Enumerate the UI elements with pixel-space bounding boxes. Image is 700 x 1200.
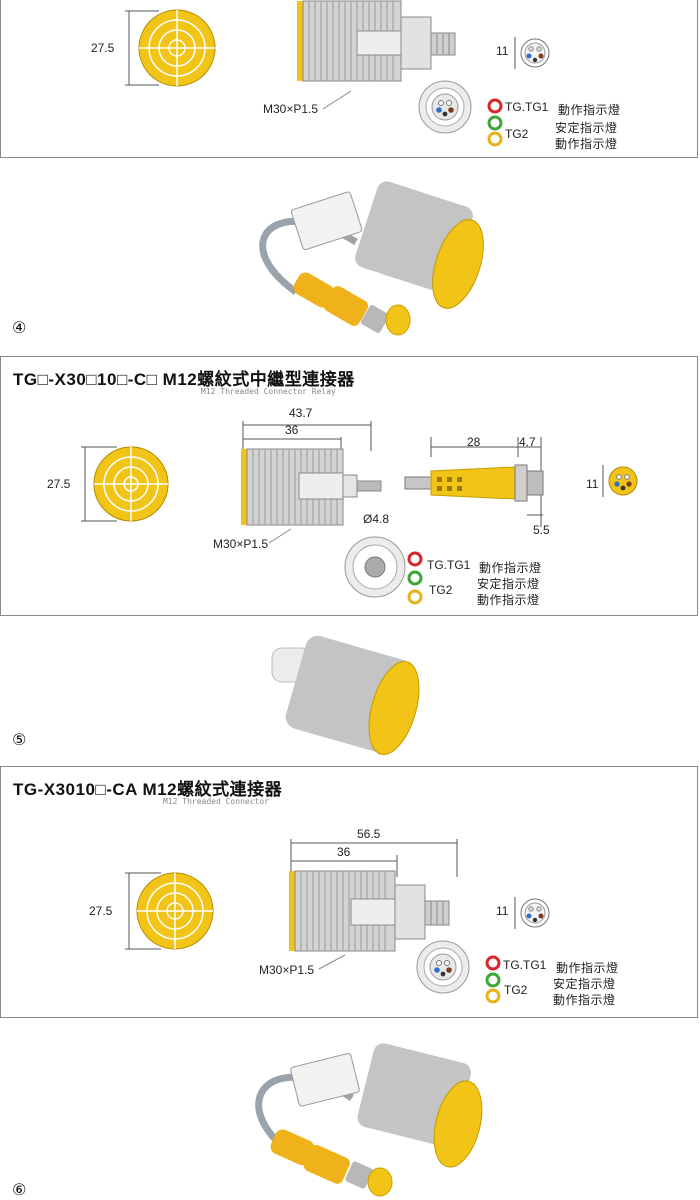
pin-face-drawing: [602, 465, 638, 497]
thread-label: M30×P1.5: [263, 102, 319, 116]
pin-face-drawing: [514, 897, 550, 929]
thread-label: M30×P1.5: [259, 963, 315, 977]
step-number-4: ④: [12, 320, 27, 337]
dim-face-diameter: 27.5: [89, 904, 113, 918]
dim-connector-length: 28: [467, 435, 481, 449]
dim-cable-diameter: Ø4.8: [363, 512, 390, 526]
led-label-tg2: TG2: [504, 983, 528, 997]
sensor-face-drawing: [125, 9, 216, 87]
spec-panel-relay: TG□-X30□10□-C□ M12螺紋式中繼型連接器 M12 Threaded…: [0, 356, 698, 616]
sensor-side-drawing: [289, 870, 450, 952]
led-desc-stable: 安定指示燈: [477, 577, 540, 591]
led-label-tg2: TG2: [429, 583, 453, 597]
thread-label: M30×P1.5: [213, 537, 269, 551]
step-number-5: ⑤: [12, 732, 27, 749]
dimension-lines: [242, 421, 372, 451]
dim-pin-face: 11: [586, 477, 599, 491]
led-desc-stable: 安定指示燈: [555, 121, 618, 135]
panel-subtitle: M12 Threaded Connector Relay: [201, 387, 336, 396]
product-photo-6: [255, 1043, 483, 1197]
thread-leader-line: [318, 954, 346, 970]
thread-leader-line: [322, 90, 352, 110]
led-label-tg-tg1: TG.TG1: [503, 958, 547, 972]
dim-connector-tip: 5.5: [533, 523, 550, 537]
sensor-side-drawing: [241, 448, 382, 526]
product-photo-5: [271, 635, 420, 756]
dim-face-diameter: 27.5: [47, 477, 71, 491]
product-photo-4: [259, 181, 484, 336]
spec-panel-standard: 27.5 M30×P1.5 11: [0, 0, 698, 158]
panel-title: TG-X3010□-CA M12螺紋式連接器: [13, 780, 283, 799]
sensor-face-drawing: [81, 446, 169, 522]
dim-pin-face: 11: [496, 44, 509, 58]
dim-connector-nut: 4.7: [519, 435, 536, 449]
thread-leader-line: [268, 528, 292, 544]
led-desc-stable: 安定指示燈: [553, 977, 616, 991]
dim-total-length: 56.5: [357, 827, 381, 841]
sensor-back-view: [418, 80, 503, 147]
sensor-face-drawing: [125, 872, 214, 950]
dimension-lines: [290, 839, 458, 877]
led-desc-action-1: 動作指示燈: [558, 103, 621, 117]
led-desc-action-1: 動作指示燈: [556, 961, 619, 975]
led-desc-action-2: 動作指示燈: [477, 593, 540, 607]
panel-title: TG□-X30□10□-C□ M12螺紋式中繼型連接器: [13, 370, 355, 389]
led-desc-action-2: 動作指示燈: [553, 993, 616, 1007]
spec-panel-connector: TG-X3010□-CA M12螺紋式連接器 M12 Threaded Conn…: [0, 766, 698, 1018]
led-desc-action-2: 動作指示燈: [555, 137, 618, 151]
sensor-back-view: [344, 536, 423, 605]
led-desc-action-1: 動作指示燈: [479, 561, 542, 575]
dim-total-length: 43.7: [289, 406, 313, 420]
sensor-back-view: [416, 940, 501, 1004]
pin-face-drawing: [514, 37, 550, 69]
dim-body-length: 36: [337, 845, 351, 859]
step-number-6: ⑥: [12, 1182, 27, 1199]
connector-drawing: [404, 437, 544, 527]
dim-pin-face: 11: [496, 904, 509, 918]
sensor-side-drawing: [297, 0, 456, 82]
led-label-tg-tg1: TG.TG1: [427, 558, 471, 572]
panel-subtitle: M12 Threaded Connector: [163, 797, 269, 806]
led-label-tg-tg1: TG.TG1: [505, 100, 549, 114]
led-label-tg2: TG2: [505, 127, 529, 141]
dim-body-length: 36: [285, 423, 299, 437]
dim-face-diameter: 27.5: [91, 41, 115, 55]
